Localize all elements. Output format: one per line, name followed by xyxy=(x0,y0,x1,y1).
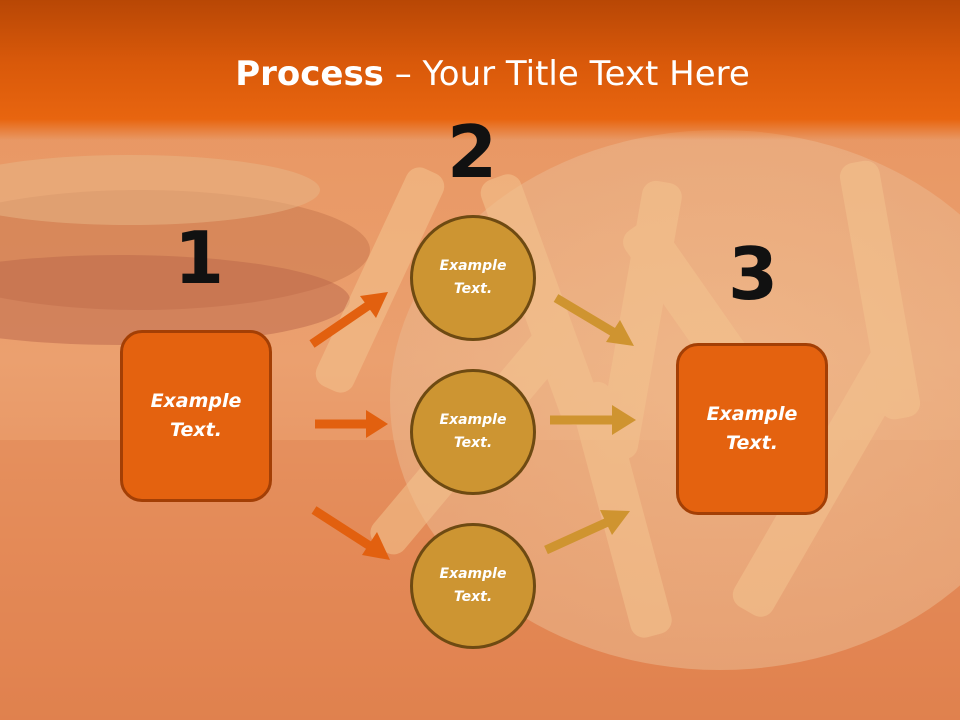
arrow-from-middle-circle xyxy=(550,405,636,435)
step-3-text: Example Text. xyxy=(706,403,798,454)
circle-middle-text: Example Text. xyxy=(439,412,507,451)
step-number-3: 3 xyxy=(727,232,779,316)
arrow-to-middle-circle xyxy=(315,410,388,438)
arrow-from-bottom-circle xyxy=(544,510,630,555)
step-2-circle-bottom[interactable]: Example Text. xyxy=(410,523,536,649)
circle-bottom-text: Example Text. xyxy=(439,566,507,605)
circle-top-text: Example Text. xyxy=(439,258,507,297)
slide-title: Process – Your Title Text Here xyxy=(0,52,960,96)
arrow-to-bottom-circle xyxy=(311,506,390,560)
step-2-circle-middle[interactable]: Example Text. xyxy=(410,369,536,495)
title-bar xyxy=(0,0,960,140)
step-number-2: 2 xyxy=(446,110,498,194)
arrow-from-top-circle xyxy=(553,294,634,346)
step-2-circle-top[interactable]: Example Text. xyxy=(410,215,536,341)
step-3-box[interactable]: Example Text. xyxy=(676,343,828,515)
arrow-to-top-circle xyxy=(309,292,388,348)
step-1-box[interactable]: Example Text. xyxy=(120,330,272,502)
title-bold: Process xyxy=(235,54,384,94)
step-number-1: 1 xyxy=(173,216,225,300)
title-rest: – Your Title Text Here xyxy=(383,54,750,94)
step-1-text: Example Text. xyxy=(150,390,242,441)
